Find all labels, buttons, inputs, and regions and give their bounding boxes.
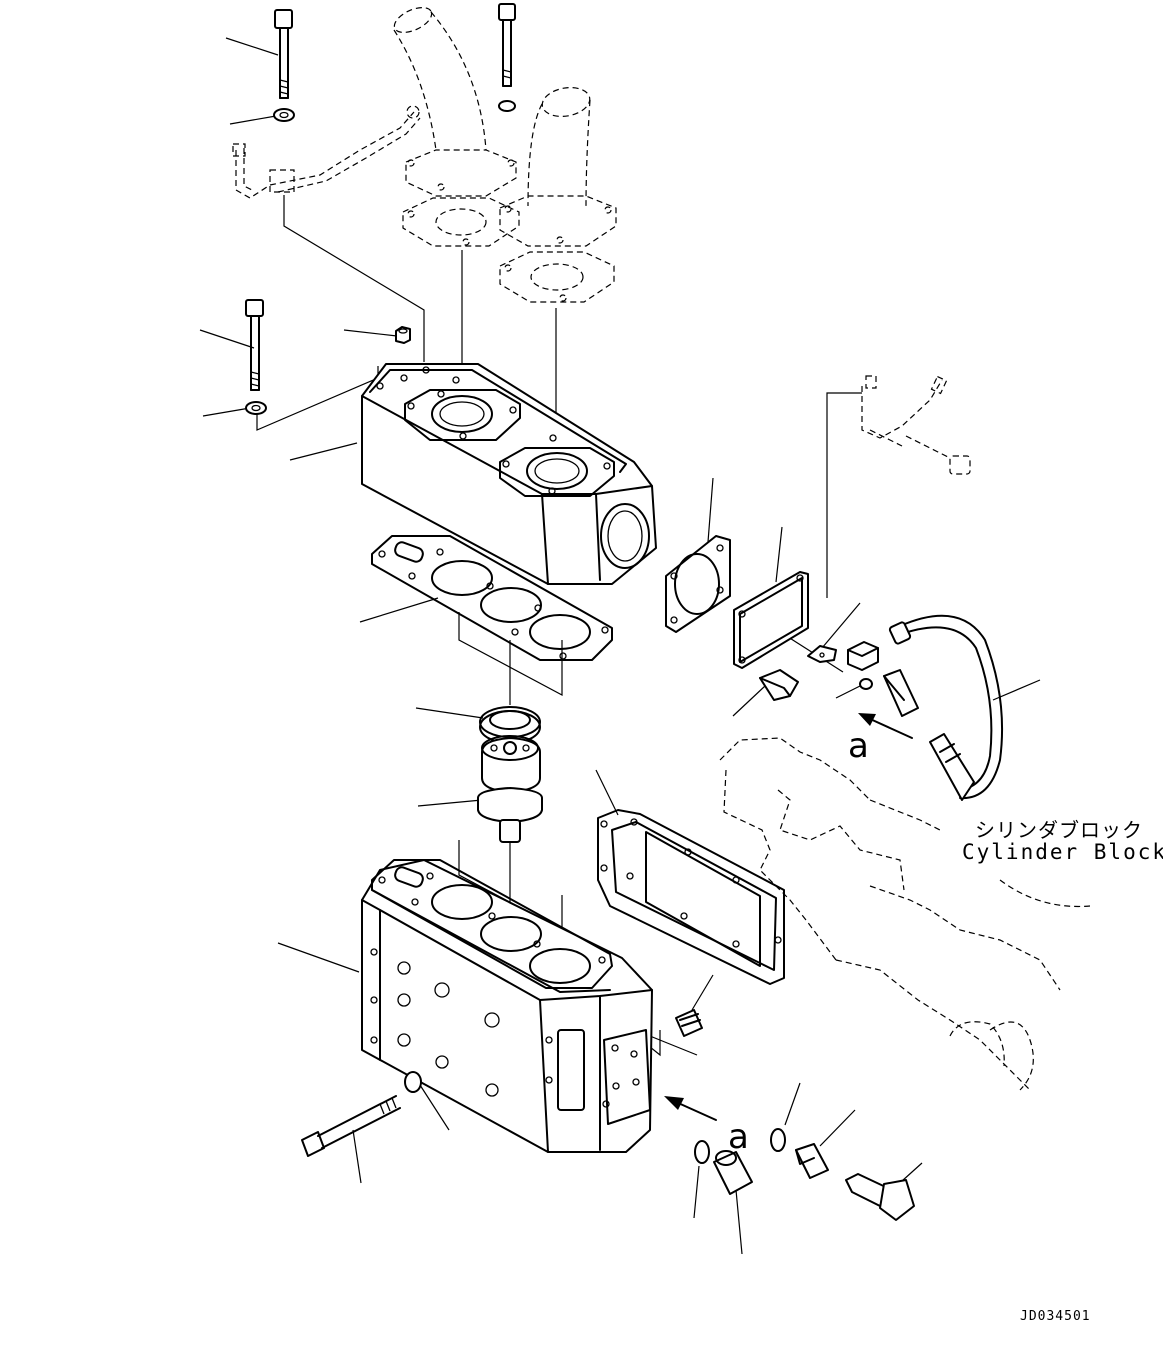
sensor-harness [888,614,1004,801]
long-bolt-top [274,9,293,99]
harness-upper-dashed [861,375,971,475]
washer-bottom [404,1071,422,1093]
bolt-cover [759,669,799,701]
manifold-gasket [371,535,613,661]
blanking-plug [675,1009,703,1037]
nut-small [395,326,411,344]
cylinder-block-label-jp: シリンダブロック [975,818,1143,842]
arrow-view-a-lower [664,1096,717,1121]
washer-middle [245,401,267,415]
washer-small [859,678,873,690]
washer-top [273,108,295,122]
thermostat-seal [479,706,541,744]
arrow-view-a-upper [858,713,913,739]
cover-gasket [597,809,785,985]
cylinder-block-outline [719,737,1091,1091]
connector [847,641,879,671]
cylinder-block-label-en: Cylinder Block [962,840,1163,864]
drain-plug [713,1150,753,1195]
small-gasket [665,535,731,633]
view-mark-a-upper: a [848,726,869,766]
view-mark-a-lower: a [728,1117,749,1157]
elbow-pipe-right [499,86,617,303]
washer-lower-b [770,1128,786,1152]
clip-bracket [807,645,837,663]
tube-bracket [232,105,421,199]
long-bolt-middle [245,299,264,391]
washer-lower-a [694,1140,710,1164]
cover-plate [733,571,809,669]
water-manifold [361,363,657,585]
bolt-sensor [883,669,919,717]
temperature-sensor [845,1173,915,1221]
long-bolt-bottom [301,1095,401,1157]
thermostat [477,735,543,843]
thermostat-housing [361,859,653,1153]
elbow-pipe-left [393,7,520,247]
drawing-number: JD034501 [1020,1309,1091,1324]
adapter-fitting [795,1143,829,1179]
bolt-top-center [498,3,516,112]
